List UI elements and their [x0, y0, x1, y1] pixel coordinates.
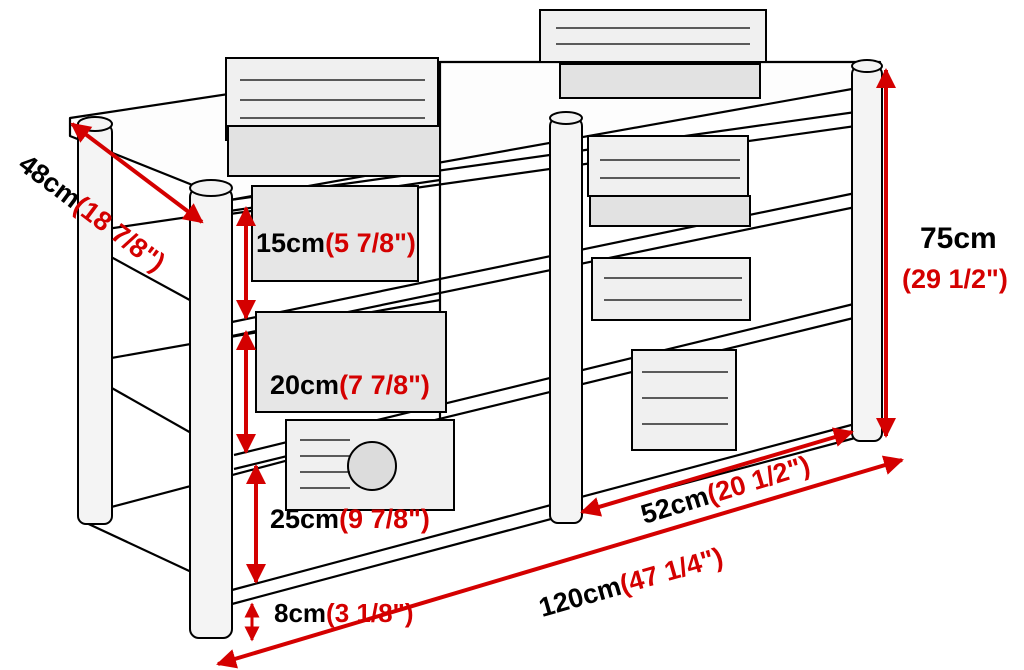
- shelf-1-label: 15cm(5 7/8"): [256, 230, 416, 257]
- shelf-2-imperial: (7 7/8"): [339, 370, 430, 400]
- height-imperial: (29 1/2"): [902, 264, 1008, 294]
- shelf-3-metric: 25cm: [270, 504, 340, 534]
- clearance-label: 8cm(3 1/8"): [274, 600, 414, 626]
- clearance-metric: 8cm: [274, 598, 327, 628]
- shelf-2-label: 20cm(7 7/8"): [270, 372, 430, 399]
- height-metric: 75cm: [920, 222, 997, 255]
- depth-arrow: [70, 122, 204, 224]
- shelf-3-imperial: (9 7/8"): [339, 504, 430, 534]
- shelf-3-label: 25cm(9 7/8"): [270, 506, 430, 533]
- dimension-arrows: [70, 68, 904, 669]
- width-arrow: [216, 455, 904, 669]
- shelf-2-metric: 20cm: [270, 370, 340, 400]
- shelf-1-imperial: (5 7/8"): [325, 228, 416, 258]
- equipment-details: [240, 27, 750, 489]
- shelf-1-metric: 15cm: [256, 228, 326, 258]
- clearance-imperial: (3 1/8"): [326, 598, 414, 628]
